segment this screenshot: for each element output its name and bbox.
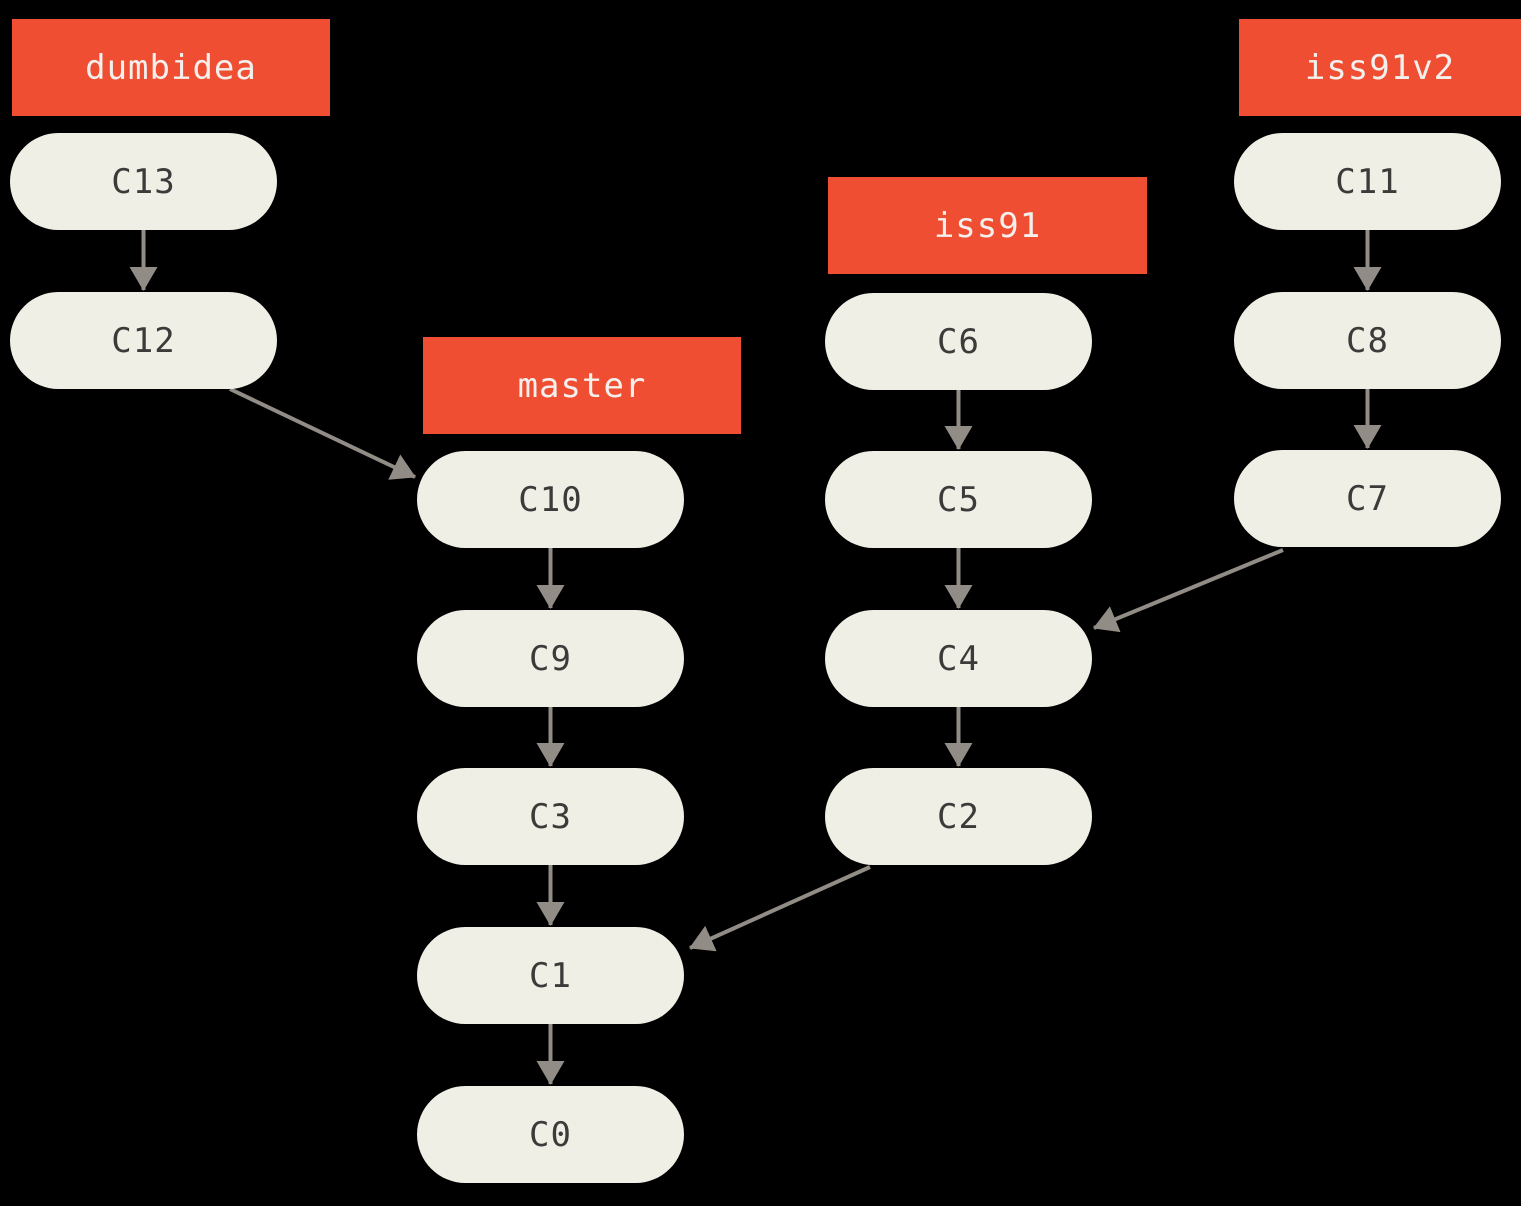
commit-id: C8 — [1346, 320, 1389, 361]
commit-node-c1: C1 — [417, 927, 684, 1024]
commit-node-c12: C12 — [10, 292, 277, 389]
commit-node-c13: C13 — [10, 133, 277, 230]
branch-name: dumbidea — [85, 47, 257, 88]
branch-label-dumbidea: dumbidea — [12, 19, 330, 116]
branch-name: iss91v2 — [1304, 47, 1456, 88]
commit-node-c6: C6 — [825, 293, 1092, 390]
commit-node-c9: C9 — [417, 610, 684, 707]
branch-label-iss91: iss91 — [828, 177, 1147, 274]
branch-label-iss91v2: iss91v2 — [1239, 19, 1521, 116]
commit-node-c10: C10 — [417, 451, 684, 548]
commit-node-c0: C0 — [417, 1086, 684, 1183]
commit-node-c5: C5 — [825, 451, 1092, 548]
commit-id: C10 — [518, 479, 583, 520]
branch-label-master: master — [423, 337, 741, 434]
commit-id: C2 — [937, 796, 980, 837]
commit-id: C9 — [529, 638, 572, 679]
commit-id: C5 — [937, 479, 980, 520]
commit-node-c3: C3 — [417, 768, 684, 865]
branch-name: master — [517, 365, 647, 406]
commit-id: C3 — [529, 796, 572, 837]
commit-id: C0 — [529, 1114, 572, 1155]
commit-id: C6 — [937, 321, 980, 362]
commit-node-c8: C8 — [1234, 292, 1501, 389]
arrow-c2-c1 — [689, 865, 871, 952]
commit-id: C13 — [111, 161, 176, 202]
arrow-c12-c10 — [229, 387, 416, 480]
arrow-c7-c4 — [1093, 548, 1284, 633]
commit-id: C11 — [1335, 161, 1400, 202]
commit-node-c2: C2 — [825, 768, 1092, 865]
commit-id: C7 — [1346, 478, 1389, 519]
commit-node-c4: C4 — [825, 610, 1092, 707]
commit-node-c7: C7 — [1234, 450, 1501, 547]
commit-id: C4 — [937, 638, 980, 679]
commit-id: C1 — [529, 955, 572, 996]
commit-node-c11: C11 — [1234, 133, 1501, 230]
commit-id: C12 — [111, 320, 176, 361]
branch-name: iss91 — [933, 205, 1042, 246]
